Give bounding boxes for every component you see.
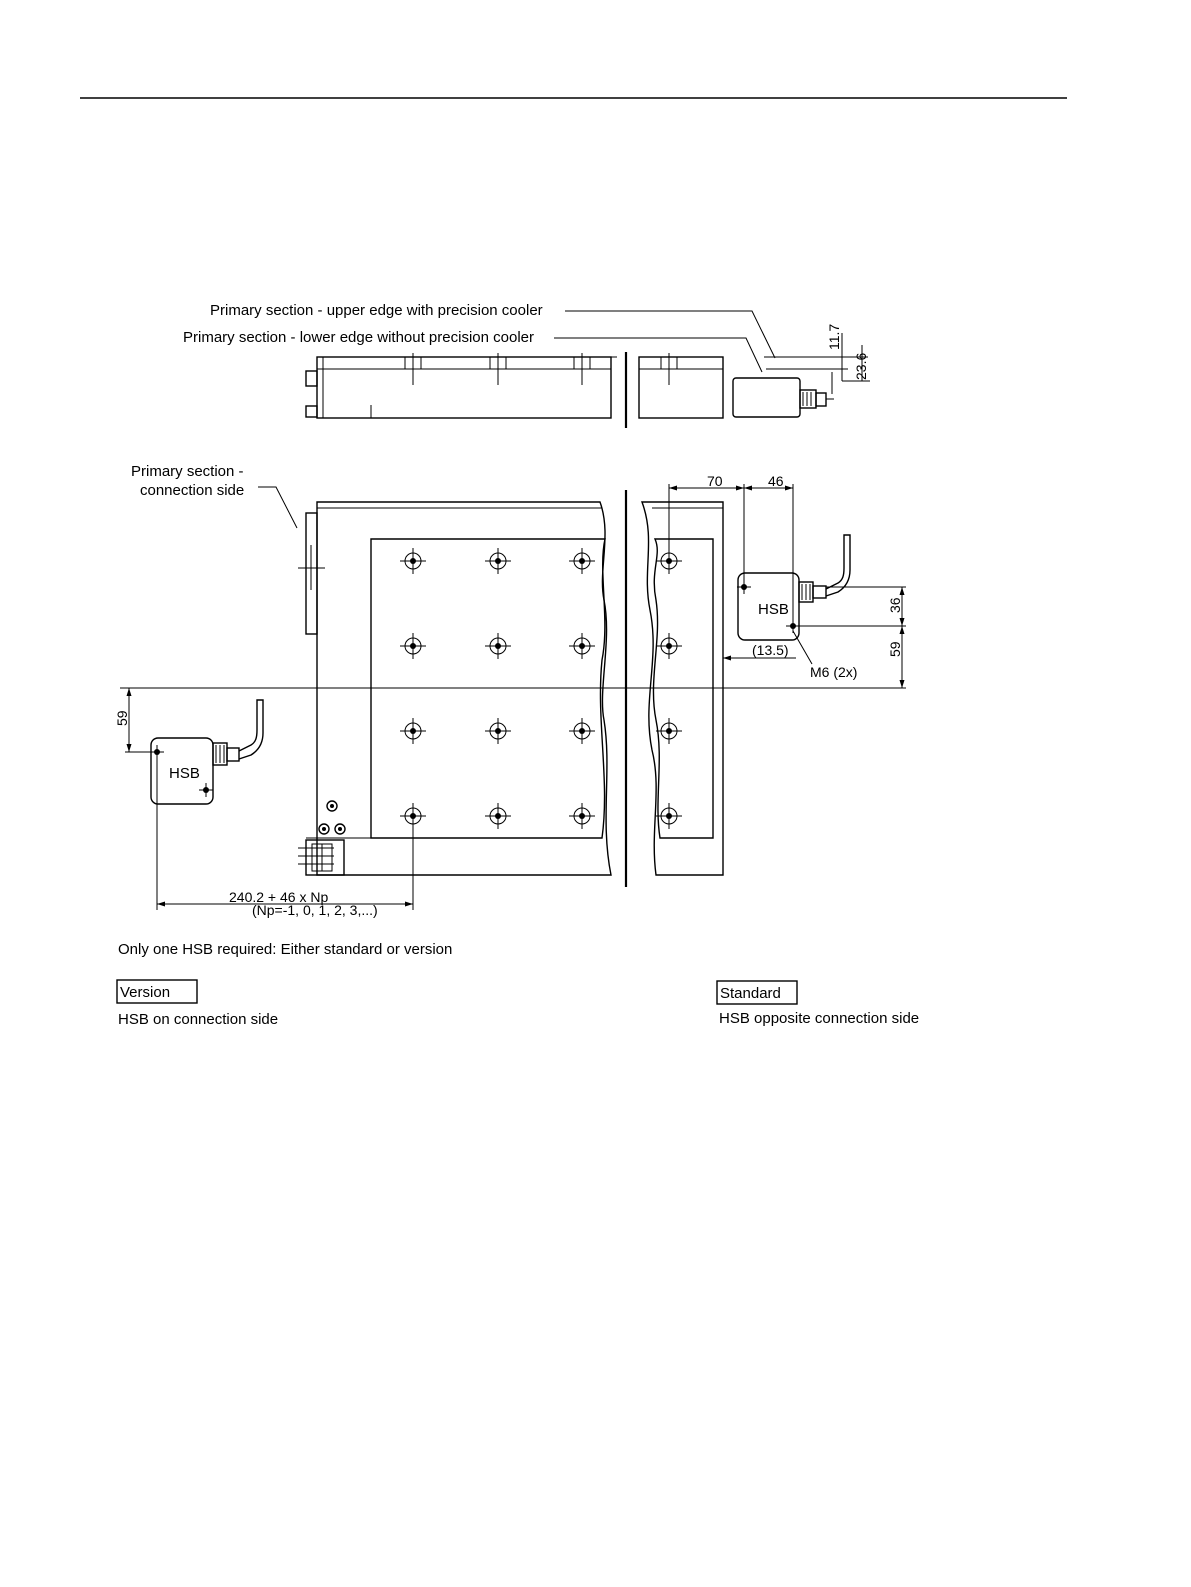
top-view: Primary section - upper edge with precis…	[183, 302, 870, 428]
dim-59-left: 59	[114, 710, 130, 726]
dim-23-6: 23.6	[853, 353, 869, 380]
left-dimensions: 59 240.2 + 46 x Np (Np=-1, 0, 1, 2, 3,..…	[114, 688, 414, 918]
mounting-hole	[656, 803, 682, 829]
version-tag: Version	[120, 984, 170, 1001]
standard-tag: Standard	[720, 985, 781, 1002]
mounting-hole	[656, 633, 682, 659]
hsb-side-view	[732, 372, 834, 418]
hsb-left-label: HSB	[169, 765, 200, 782]
connection-side-label-2: connection side	[140, 482, 244, 499]
mounting-hole	[485, 718, 511, 744]
dim-13-5: (13.5)	[752, 642, 789, 658]
mounting-holes	[400, 548, 682, 829]
standard-tag-box	[716, 980, 798, 1005]
requirement-note: Only one HSB required: Either standard o…	[118, 941, 452, 958]
mounting-hole	[569, 633, 595, 659]
standard-desc: HSB opposite connection side	[719, 1010, 919, 1027]
mounting-hole	[400, 548, 426, 574]
version-desc: HSB on connection side	[118, 1011, 278, 1028]
primary-section-side	[305, 353, 617, 419]
lower-edge-label: Primary section - lower edge without pre…	[183, 329, 534, 346]
notes: Only one HSB required: Either standard o…	[116, 941, 919, 1028]
hsb-standard: HSB	[737, 534, 906, 641]
mounting-hole	[569, 548, 595, 574]
primary-section-plan-right	[640, 501, 724, 876]
m6-label: M6 (2x)	[810, 664, 857, 680]
plan-view: Primary section - connection side	[114, 463, 906, 918]
mounting-hole	[400, 633, 426, 659]
formula-label: 240.2 + 46 x Np	[229, 889, 328, 905]
mounting-hole	[485, 803, 511, 829]
primary-section-side-right	[638, 353, 724, 419]
dim-11-7: 11.7	[826, 324, 842, 350]
mounting-hole	[569, 803, 595, 829]
mounting-hole	[485, 633, 511, 659]
right-dimensions: 70 46 36 59 (13.5) M6 (2x)	[668, 473, 905, 688]
mounting-hole	[485, 548, 511, 574]
top-view-dimensions: 11.7 23.6	[764, 324, 870, 382]
dim-46: 46	[768, 473, 784, 489]
formula-np-label: (Np=-1, 0, 1, 2, 3,...)	[252, 902, 378, 918]
version-tag-box	[116, 979, 198, 1004]
primary-section-plan	[306, 501, 612, 876]
mounting-hole	[656, 718, 682, 744]
hsb-version: HSB	[150, 699, 264, 805]
mounting-hole	[400, 718, 426, 744]
dim-36: 36	[887, 597, 903, 613]
dim-70: 70	[707, 473, 723, 489]
connection-side-label-1: Primary section -	[131, 463, 244, 480]
connector-block	[298, 800, 346, 876]
upper-edge-label: Primary section - upper edge with precis…	[210, 302, 543, 319]
mounting-hole	[400, 803, 426, 829]
dim-59-right: 59	[887, 641, 903, 657]
hsb-right-label: HSB	[758, 601, 789, 618]
mounting-hole	[569, 718, 595, 744]
